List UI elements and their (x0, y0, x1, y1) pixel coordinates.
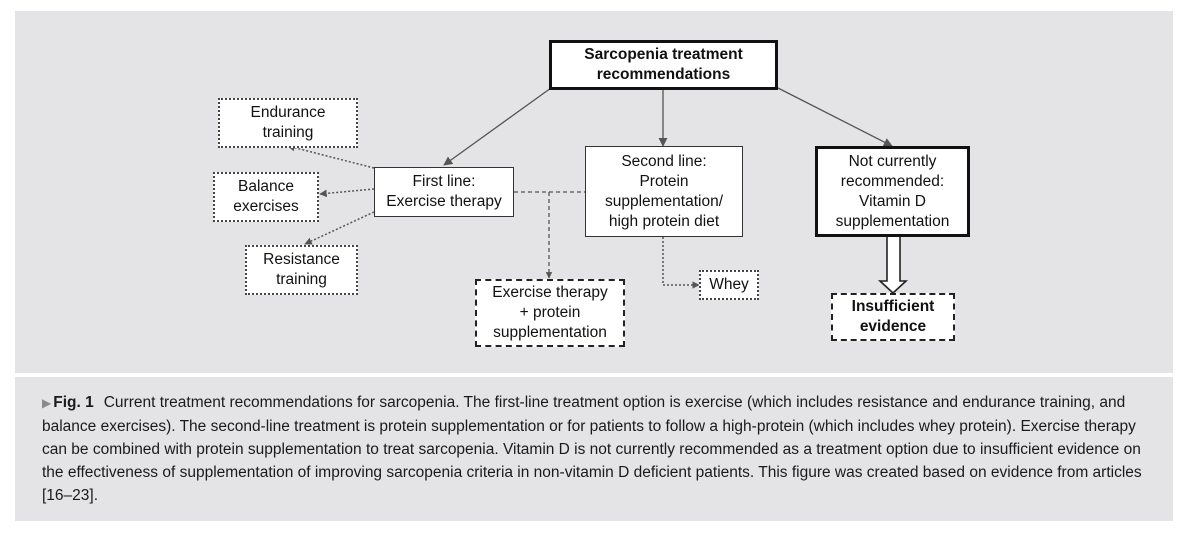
caption-marker-icon: ▶ (42, 396, 52, 410)
edge-second-whey (662, 237, 700, 289)
node-combined: Exercise therapy + protein supplementati… (475, 279, 625, 347)
node-root: Sarcopenia treatment recommendations (549, 40, 778, 90)
node-insufficient: Insufficient evidence (831, 293, 955, 341)
node-second-line: Second line: Protein supplementation/ hi… (585, 146, 743, 237)
edge-first-balance (319, 188, 375, 198)
caption-panel (15, 377, 1173, 521)
edge-first-resistance (304, 211, 375, 245)
caption-figure-label: Fig. 1 (53, 394, 94, 411)
node-resistance: Resistance training (245, 245, 358, 295)
node-endurance: Endurance training (218, 98, 358, 148)
caption-body: Current treatment recommendations for sa… (42, 394, 1142, 504)
edge-not-recommended-insufficient (877, 235, 909, 295)
node-balance: Balance exercises (213, 172, 319, 222)
edge-first-endurance (287, 144, 375, 169)
node-not-recommended: Not currently recommended: Vitamin D sup… (815, 146, 970, 237)
edge-root-not-recommended (777, 87, 893, 147)
node-first-line: First line: Exercise therapy (374, 167, 514, 217)
edge-root-first-line (443, 87, 552, 166)
node-whey: Whey (699, 270, 759, 300)
